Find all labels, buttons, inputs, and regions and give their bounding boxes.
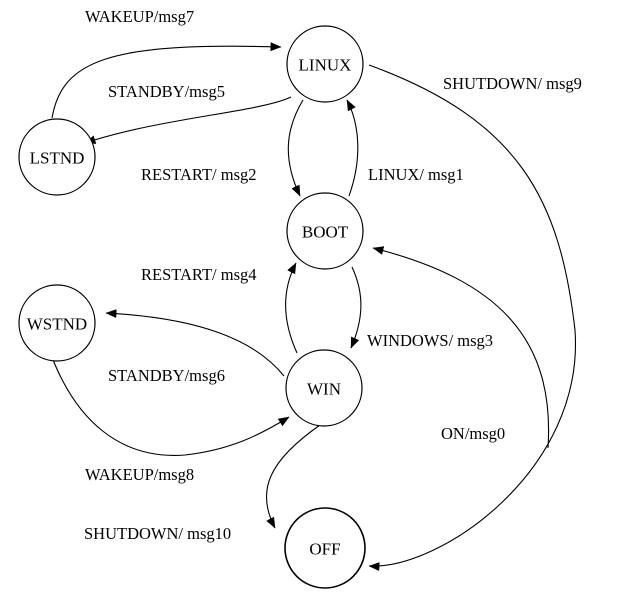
edge-linux-boot-linux [346, 99, 359, 197]
edge-windows-boot-win [350, 266, 362, 349]
label-wakeup-msg7: WAKEUP/msg7 [85, 7, 194, 26]
label-on-msg0: ON/msg0 [441, 424, 505, 443]
edge-shutdown-win-off [266, 424, 321, 529]
state-lstnd: LSTND [18, 118, 96, 196]
label-restart-msg4: RESTART/ msg4 [141, 265, 257, 284]
label-shutdown-msg9: SHUTDOWN/ msg9 [443, 74, 582, 93]
edge-shutdown-linux-off [368, 64, 576, 571]
edge-wakeup-wstnd-win [49, 351, 290, 456]
edge-on-off-boot [372, 246, 550, 449]
state-lstnd-label: LSTND [30, 149, 85, 168]
state-wstnd-label: WSTND [27, 315, 87, 334]
label-shutdown-msg10: SHUTDOWN/ msg10 [84, 524, 231, 543]
label-windows-msg3: WINDOWS/ msg3 [367, 331, 493, 350]
state-boot: BOOT [286, 192, 364, 270]
state-wstnd: WSTND [18, 284, 96, 362]
state-win: WIN [285, 349, 363, 427]
label-restart-msg2: RESTART/ msg2 [141, 165, 257, 184]
label-linux-msg1: LINUX/ msg1 [368, 165, 464, 184]
state-off-label: OFF [309, 540, 340, 559]
label-standby-msg5: STANDBY/msg5 [108, 82, 225, 101]
state-win-label: WIN [307, 380, 341, 399]
state-linux: LINUX [286, 25, 364, 103]
state-off: OFF [284, 507, 366, 589]
edge-standby-win-wstnd [105, 309, 285, 377]
edge-standby-linux-lstnd [84, 96, 292, 144]
edge-restart-linux-boot [287, 99, 304, 197]
edge-wakeup-lstnd-linux [51, 42, 282, 119]
label-standby-msg6: STANDBY/msg6 [108, 366, 225, 385]
state-boot-label: BOOT [302, 223, 349, 242]
state-linux-label: LINUX [299, 56, 352, 75]
label-wakeup-msg8: WAKEUP/msg8 [85, 465, 194, 484]
edge-restart-win-boot [285, 262, 298, 354]
